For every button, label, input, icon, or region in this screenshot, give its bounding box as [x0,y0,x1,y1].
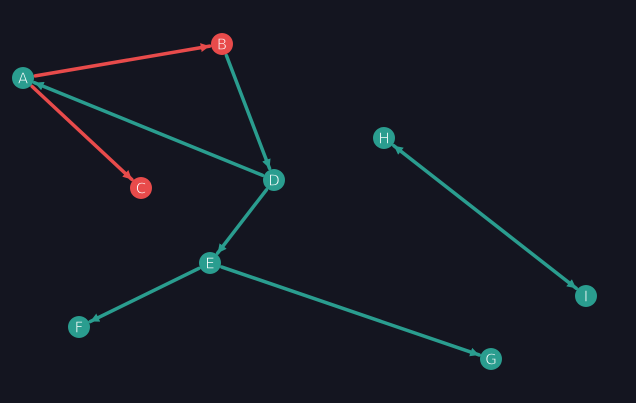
edges-layer [30,43,578,357]
node-circle-h [373,127,395,149]
node-label-a: A [18,70,29,88]
edge-b-d [224,53,272,171]
node-circle-g [480,348,502,370]
node-a[interactable]: A [12,67,34,89]
node-label-e: E [205,255,214,273]
edge-h-i [392,143,578,291]
edge-a-b [33,43,212,78]
node-b[interactable]: B [211,33,233,55]
node-circle-b [211,33,233,55]
node-i[interactable]: I [575,285,597,307]
node-c[interactable]: C [130,177,152,199]
nodes-layer: A B C D E F G H I [12,33,597,370]
edge-d-a [32,80,265,178]
node-circle-i [575,285,597,307]
node-circle-f [68,316,90,338]
node-label-g: G [485,351,497,369]
node-label-b: B [217,36,227,54]
node-circle-e [199,252,221,274]
node-label-c: C [136,180,146,198]
edge-e-f [88,266,201,324]
node-label-h: H [378,130,389,148]
node-e[interactable]: E [199,252,221,274]
node-label-d: D [268,172,280,190]
node-g[interactable]: G [480,348,502,370]
edge-d-e [215,188,269,255]
edge-e-g [220,265,481,357]
node-h[interactable]: H [373,127,395,149]
node-d[interactable]: D [263,169,285,191]
node-label-i: I [584,288,588,306]
node-circle-d [263,169,285,191]
node-label-f: F [75,319,84,337]
node-circle-a [12,67,34,89]
edge-a-c [30,84,134,182]
node-f[interactable]: F [68,316,90,338]
node-circle-c [130,177,152,199]
